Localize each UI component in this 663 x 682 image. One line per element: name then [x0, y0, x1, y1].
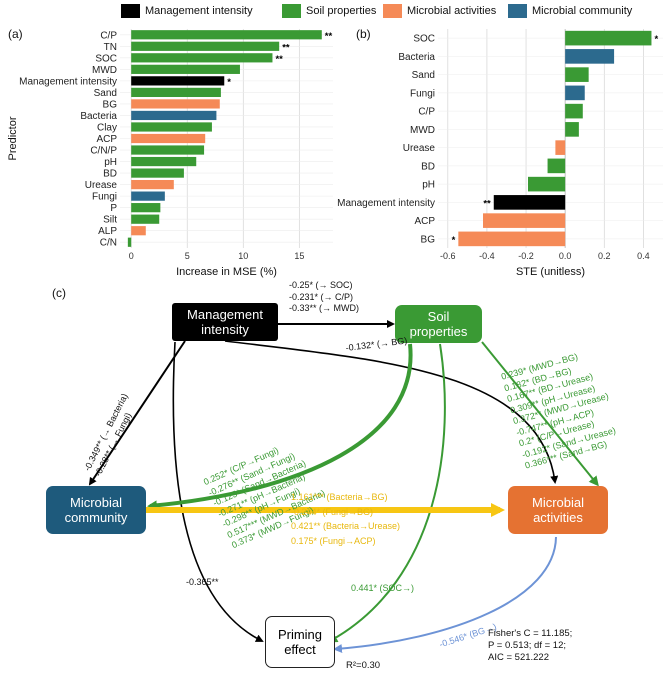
box-line: Microbial: [531, 495, 584, 510]
legend-swatch: [121, 4, 140, 18]
panel-c-label: (c): [52, 286, 66, 300]
fit-line: P = 0.513; df = 12;: [488, 640, 566, 651]
legend-label: Microbial activities: [407, 5, 497, 17]
model-fit-stats: Fisher's C = 11.185; P = 0.513; df = 12;…: [488, 628, 572, 664]
legend-label: Management intensity: [145, 5, 253, 17]
legend: Management intensity Soil properties Mic…: [0, 0, 663, 22]
arrow-mgmt-to-community: [88, 340, 186, 486]
legend-item-management: Management intensity: [121, 4, 253, 18]
box-line: Management: [187, 307, 263, 322]
box-line: activities: [533, 510, 583, 525]
annotation-soil-to-priming: 0.441* (SOC→): [351, 583, 415, 593]
box-line: properties: [409, 324, 468, 339]
annotation-mgmt-to-soil: -0.25* (→ SOC) -0.231* (→ C/P) -0.33** (…: [289, 280, 359, 315]
arrow-mgmt-to-activities: [224, 340, 559, 484]
coef-line: 1.161*** (Bacteria→BG): [291, 492, 388, 502]
annotation-community-to-activities: 1.161*** (Bacteria→BG) -0.244* (Fungi→BG…: [291, 490, 400, 548]
legend-swatch: [282, 4, 301, 18]
fit-line: Fisher's C = 11.185;: [488, 628, 573, 639]
legend-item-soil: Soil properties: [282, 4, 376, 18]
box-line: effect: [284, 642, 316, 657]
box-line: community: [64, 510, 128, 525]
arrow-soil-to-priming: [327, 343, 446, 643]
annotation-r2: R²=0.30: [346, 660, 381, 671]
coef-line: -0.244* (Fungi→BG): [291, 506, 374, 517]
legend-label: Microbial community: [532, 5, 633, 17]
arrow-activities-to-priming: [333, 536, 557, 654]
legend-swatch: [508, 4, 527, 18]
annotation-mgmt-to-priming: -0.365**: [186, 577, 219, 587]
coef-line: 0.421** (Bacteria→Urease): [291, 521, 401, 531]
legend-item-microbial-community: Microbial community: [508, 4, 632, 18]
coef-line: -0.33** (→ MWD): [289, 303, 360, 313]
box-line: Microbial: [69, 495, 122, 510]
legend-label: Soil properties: [306, 5, 377, 17]
coef-line: 0.175* (Fungi→ACP): [291, 535, 376, 546]
legend-item-microbial-activities: Microbial activities: [383, 4, 496, 18]
coef-line: -0.25* (→ SOC): [289, 280, 353, 290]
box-line: Priming: [277, 627, 323, 642]
box-line: Soil: [427, 309, 450, 324]
arrow-soil-to-activities: [481, 341, 599, 487]
arrow-mgmt-to-priming: [172, 341, 264, 642]
arrow-soil-to-community: [147, 343, 413, 511]
box-line: intensity: [201, 322, 249, 337]
legend-swatch: [383, 4, 402, 18]
fit-line: AIC = 521.222: [488, 652, 550, 663]
coef-line: -0.231* (→ C/P): [289, 291, 354, 302]
